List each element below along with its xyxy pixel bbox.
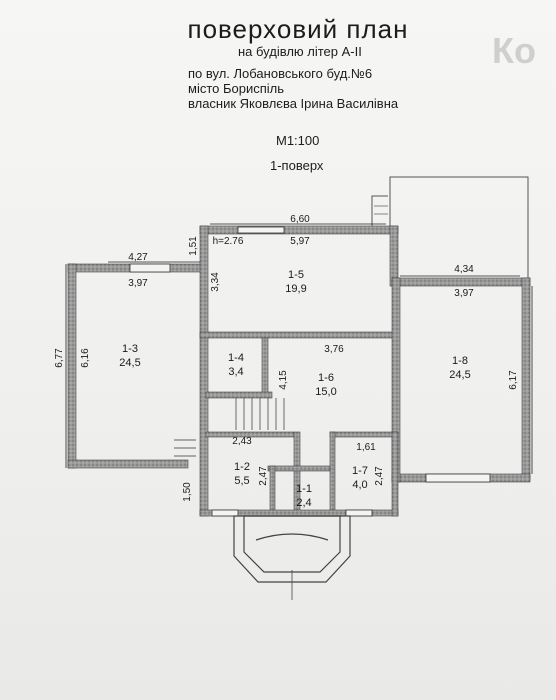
room-1-8-id: 1-8 — [452, 355, 468, 367]
room-1-1-area: 2,4 — [296, 497, 311, 509]
dim-room2-width: 2,43 — [232, 436, 252, 447]
dim-room5-height: 3,34 — [210, 272, 221, 292]
room-1-1-id: 1-1 — [296, 483, 312, 495]
room-1-3-id: 1-3 — [122, 343, 138, 355]
dim-left-height-inner: 6,16 — [80, 348, 91, 368]
dim-left-outer: 4,27 — [128, 252, 148, 263]
address-line: по вул. Лобановського буд.№6 — [188, 66, 373, 81]
dim-room7-height: 2,47 — [374, 466, 385, 486]
room-1-8-area: 24,5 — [449, 369, 470, 381]
dim-porch-offset: 1,50 — [182, 482, 193, 502]
dim-right-height: 6,17 — [508, 370, 519, 390]
room-1-6-id: 1-6 — [318, 372, 334, 384]
extension-outline — [389, 176, 529, 278]
dim-offset-top: 1,51 — [188, 236, 199, 256]
floor-label: 1-поверх — [270, 158, 324, 173]
dim-room7-width: 1,61 — [356, 442, 376, 453]
page-title: поверховий план — [187, 14, 409, 44]
city-line: місто Бориспіль — [188, 81, 285, 96]
dim-left-inner: 3,97 — [128, 278, 148, 289]
room-1-6-area: 15,0 — [315, 386, 336, 398]
scale-label: М1:100 — [276, 133, 320, 148]
room-1-7-id: 1-7 — [352, 465, 368, 477]
subtitle: на будівлю літер А-ІІ — [238, 44, 362, 59]
room-1-2-id: 1-2 — [234, 461, 250, 473]
stamp-watermark: Ко — [492, 30, 536, 71]
dim-left-height-outer: 6,77 — [54, 348, 65, 368]
vertical-dimension-labels: 6,77 6,16 6,17 3,34 1,51 4,15 2,47 2,47 … — [54, 236, 519, 502]
dim-ceiling-height: h=2.76 — [213, 236, 244, 247]
stairs — [174, 398, 285, 457]
dimension-labels: 6,60 5,97 h=2.76 4,27 3,97 4,34 3,97 3,7… — [128, 214, 474, 453]
room-1-4-id: 1-4 — [228, 352, 244, 364]
dim-hall-width: 3,76 — [324, 344, 344, 355]
dim-right-inner: 3,97 — [454, 288, 474, 299]
dim-right-outer: 4,34 — [454, 264, 474, 275]
room-1-4-area: 3,4 — [228, 366, 243, 378]
porch — [233, 515, 351, 600]
room-1-2-area: 5,5 — [234, 475, 249, 487]
windows — [129, 226, 491, 517]
room-1-5-id: 1-5 — [288, 269, 304, 281]
dim-top-inner: 5,97 — [290, 236, 310, 247]
owner-line: власник Яковлєва Ірина Василівна — [188, 96, 399, 111]
dim-top-outer: 6,60 — [290, 214, 310, 225]
room-1-7-area: 4,0 — [352, 479, 367, 491]
room-labels: 1-5 19,9 1-3 24,5 1-4 3,4 1-6 15,0 1-8 2… — [119, 269, 470, 509]
room-1-3-area: 24,5 — [119, 357, 140, 369]
room-1-5-area: 19,9 — [285, 283, 306, 295]
dim-hall-height: 4,15 — [278, 370, 289, 390]
dim-room2-height: 2,47 — [258, 466, 269, 486]
